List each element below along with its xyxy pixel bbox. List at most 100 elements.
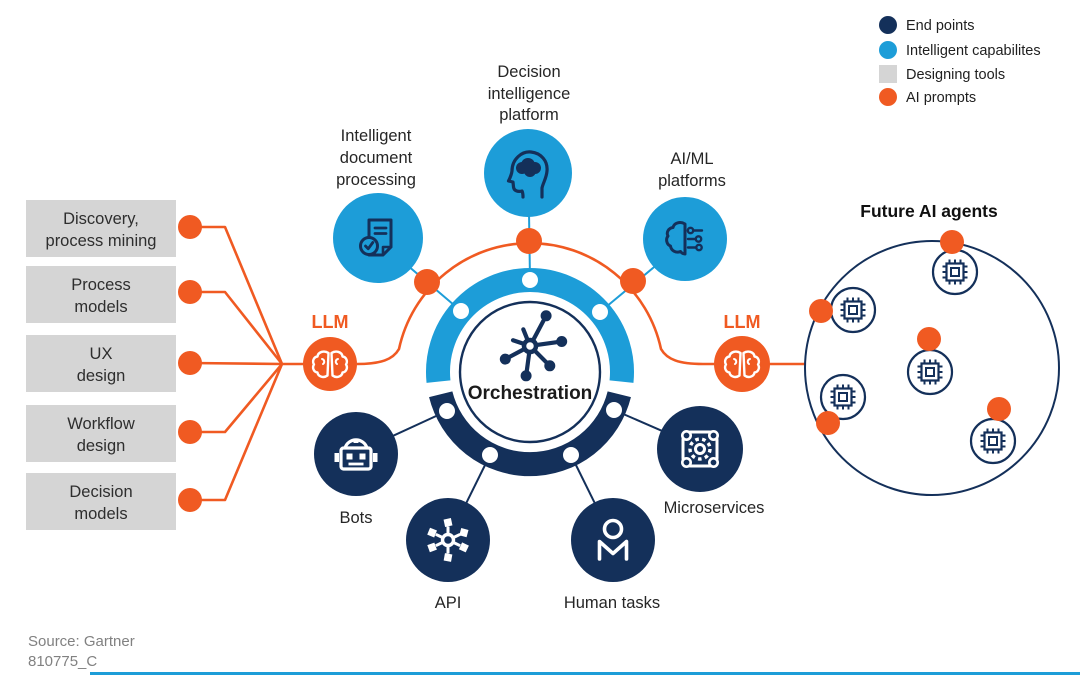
endpoint-microservices: Microservices — [657, 406, 764, 517]
endpoint-label: API — [435, 594, 462, 612]
network-hub-icon — [499, 310, 568, 382]
legend: End points Intelligent capabilites Desig… — [879, 16, 1041, 106]
capability-label: intelligence — [488, 85, 571, 103]
llm-left: LLM — [303, 312, 357, 391]
tool-label: Decision — [69, 483, 132, 501]
endpoint-human-tasks: Human tasks — [564, 498, 660, 612]
robot-icon — [334, 438, 378, 471]
legend-capabilities-label: Intelligent capabilites — [906, 43, 1041, 59]
llm-right: LLM — [714, 312, 770, 392]
ai-prompt-dot — [178, 351, 202, 375]
tool-label: Process — [71, 276, 131, 294]
chip-icon — [830, 384, 856, 410]
endpoint-api: API — [406, 498, 490, 612]
brain-icon — [723, 350, 761, 379]
legend-ai-prompts-label: AI prompts — [906, 90, 976, 106]
future-prompt-dots — [809, 230, 1011, 435]
capability-aiml: AI/ML platforms — [643, 150, 727, 281]
ai-prompt-dot — [178, 420, 202, 444]
legend-endpoints-label: End points — [906, 18, 975, 34]
capability-label: Decision — [497, 63, 560, 81]
ai-prompt-dot — [940, 230, 964, 254]
capability-label: AI/ML — [670, 150, 713, 168]
footer: Source: Gartner 810775_C — [28, 633, 1080, 675]
node-human-tasks — [560, 444, 582, 466]
ai-prompt-dot — [917, 327, 941, 351]
prompt-connector-lines — [189, 225, 304, 502]
capability-label: platform — [499, 106, 559, 124]
endpoint-bots: Bots — [314, 412, 398, 527]
endpoint-label: Bots — [339, 509, 372, 527]
capability-label: document — [340, 149, 413, 167]
capability-label: Intelligent — [341, 127, 412, 145]
chip-icon — [942, 259, 968, 285]
capability-dip: Decision intelligence platform — [484, 63, 572, 217]
ai-prompt-dot — [620, 268, 646, 294]
capability-idp: Intelligent document processing — [333, 127, 423, 283]
ai-prompt-dot — [516, 228, 542, 254]
tool-process-models: Process models — [26, 266, 202, 323]
future-ai-agents: Future AI agents — [804, 201, 1060, 496]
chip-agent — [819, 373, 867, 421]
tool-label: design — [77, 367, 126, 385]
llm-label: LLM — [724, 312, 761, 332]
node-dip — [519, 269, 541, 291]
legend-capabilities-dot — [879, 41, 897, 59]
node-idp — [450, 300, 472, 322]
ring-endpoints-arc — [429, 391, 631, 477]
hub-label: Orchestration — [468, 383, 593, 404]
ai-prompt-dot — [178, 215, 202, 239]
ai-prompt-dot — [178, 488, 202, 512]
tool-workflow-design: Workflow design — [26, 405, 202, 462]
node-api — [479, 444, 501, 466]
person-icon — [597, 518, 629, 561]
tool-label: models — [74, 505, 127, 523]
endpoint-label: Microservices — [664, 499, 765, 517]
bottom-rule — [90, 672, 1080, 675]
future-title: Future AI agents — [860, 201, 998, 221]
legend-endpoints-dot — [879, 16, 897, 34]
llm-label: LLM — [312, 312, 349, 332]
brain-circuit-icon — [665, 221, 704, 256]
future-boundary-circle — [804, 240, 1060, 496]
arc-prompt-dots — [414, 228, 646, 295]
chip-agent — [906, 348, 954, 396]
tool-label: Workflow — [67, 415, 135, 433]
ai-prompt-dot — [414, 269, 440, 295]
chip-agent — [969, 417, 1017, 465]
legend-designing-tools-label: Designing tools — [906, 67, 1005, 83]
ai-prompt-dot — [816, 411, 840, 435]
design-tools: Discovery, process mining Process models… — [26, 200, 202, 530]
chip-icon — [917, 359, 943, 385]
chip-icon — [840, 297, 866, 323]
chip-icon — [980, 428, 1006, 454]
tool-label: Discovery, — [63, 210, 139, 228]
tool-ux-design: UX design — [26, 335, 202, 392]
tool-label: UX — [90, 345, 113, 363]
brain-icon — [311, 350, 349, 379]
node-aiml — [589, 301, 611, 323]
endpoint-label: Human tasks — [564, 594, 660, 612]
legend-designing-tools-swatch — [879, 65, 897, 83]
document-check-icon — [359, 218, 393, 257]
ai-prompt-dot — [809, 299, 833, 323]
tool-label: process mining — [46, 232, 157, 250]
node-microservices — [603, 399, 625, 421]
tool-decision-models: Decision models — [26, 473, 202, 530]
chip-agent — [829, 286, 877, 334]
orchestration-ring: Orchestration — [426, 268, 634, 477]
chip-agent — [931, 248, 979, 296]
node-bots — [436, 400, 458, 422]
api-connector-icon — [427, 518, 469, 562]
ai-prompt-dot — [178, 280, 202, 304]
capability-label: processing — [336, 171, 416, 189]
capability-label: platforms — [658, 172, 726, 190]
ring-nodes — [436, 269, 625, 466]
figure-code: 810775_C — [28, 653, 97, 670]
tool-label: models — [74, 298, 127, 316]
agent-chips — [819, 248, 1017, 465]
tool-discovery-process-mining: Discovery, process mining — [26, 200, 202, 257]
microservices-gear-icon — [680, 429, 719, 468]
source-note: Source: Gartner — [28, 633, 135, 650]
tool-label: design — [77, 437, 126, 455]
